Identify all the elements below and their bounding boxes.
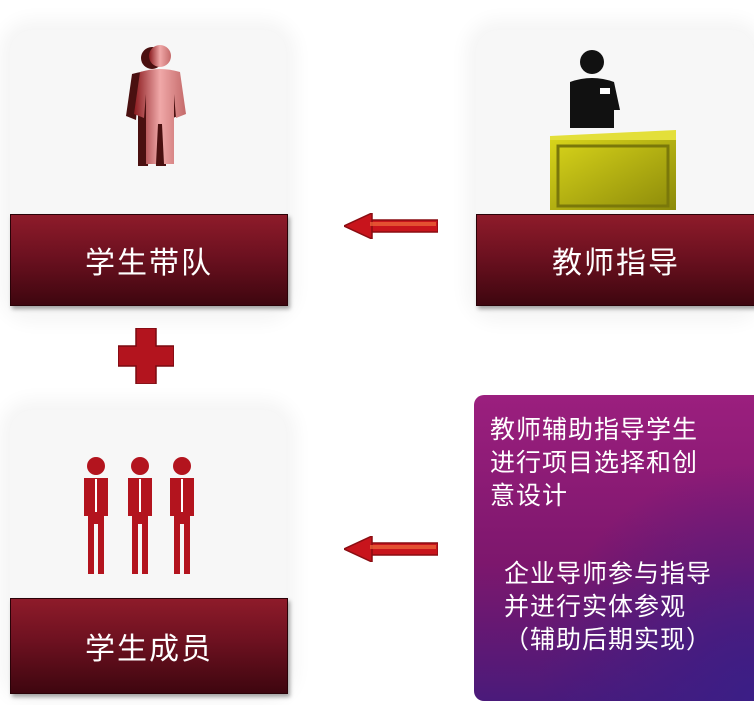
student-members-banner: 学生成员 [10,598,288,694]
student-members-icon [84,457,194,574]
info-line: 并进行实体参观 [504,592,687,621]
info-line: 教师辅助指导学生 [490,415,699,444]
info-line: 企业导师参与指导 [504,559,713,588]
left-arrow-icon [344,213,438,239]
info-line: （辅助后期实现） [504,625,713,654]
student-leader-banner: 学生带队 [10,214,288,306]
plus-icon [118,328,174,384]
info-line: 意设计 [490,481,569,510]
info-panel: 教师辅助指导学生 进行项目选择和创 意设计 企业导师参与指导 并进行实体参观 （… [474,395,754,701]
info-bottom-text: 企业导师参与指导 并进行实体参观 （辅助后期实现） [474,557,754,656]
teacher-guide-banner: 教师指导 [476,214,754,306]
teacher-podium-icon [550,50,676,210]
student-leader-icon [126,45,186,166]
info-top-text: 教师辅助指导学生 进行项目选择和创 意设计 [474,413,754,512]
left-arrow-icon [344,536,438,562]
info-line: 进行项目选择和创 [490,448,699,477]
